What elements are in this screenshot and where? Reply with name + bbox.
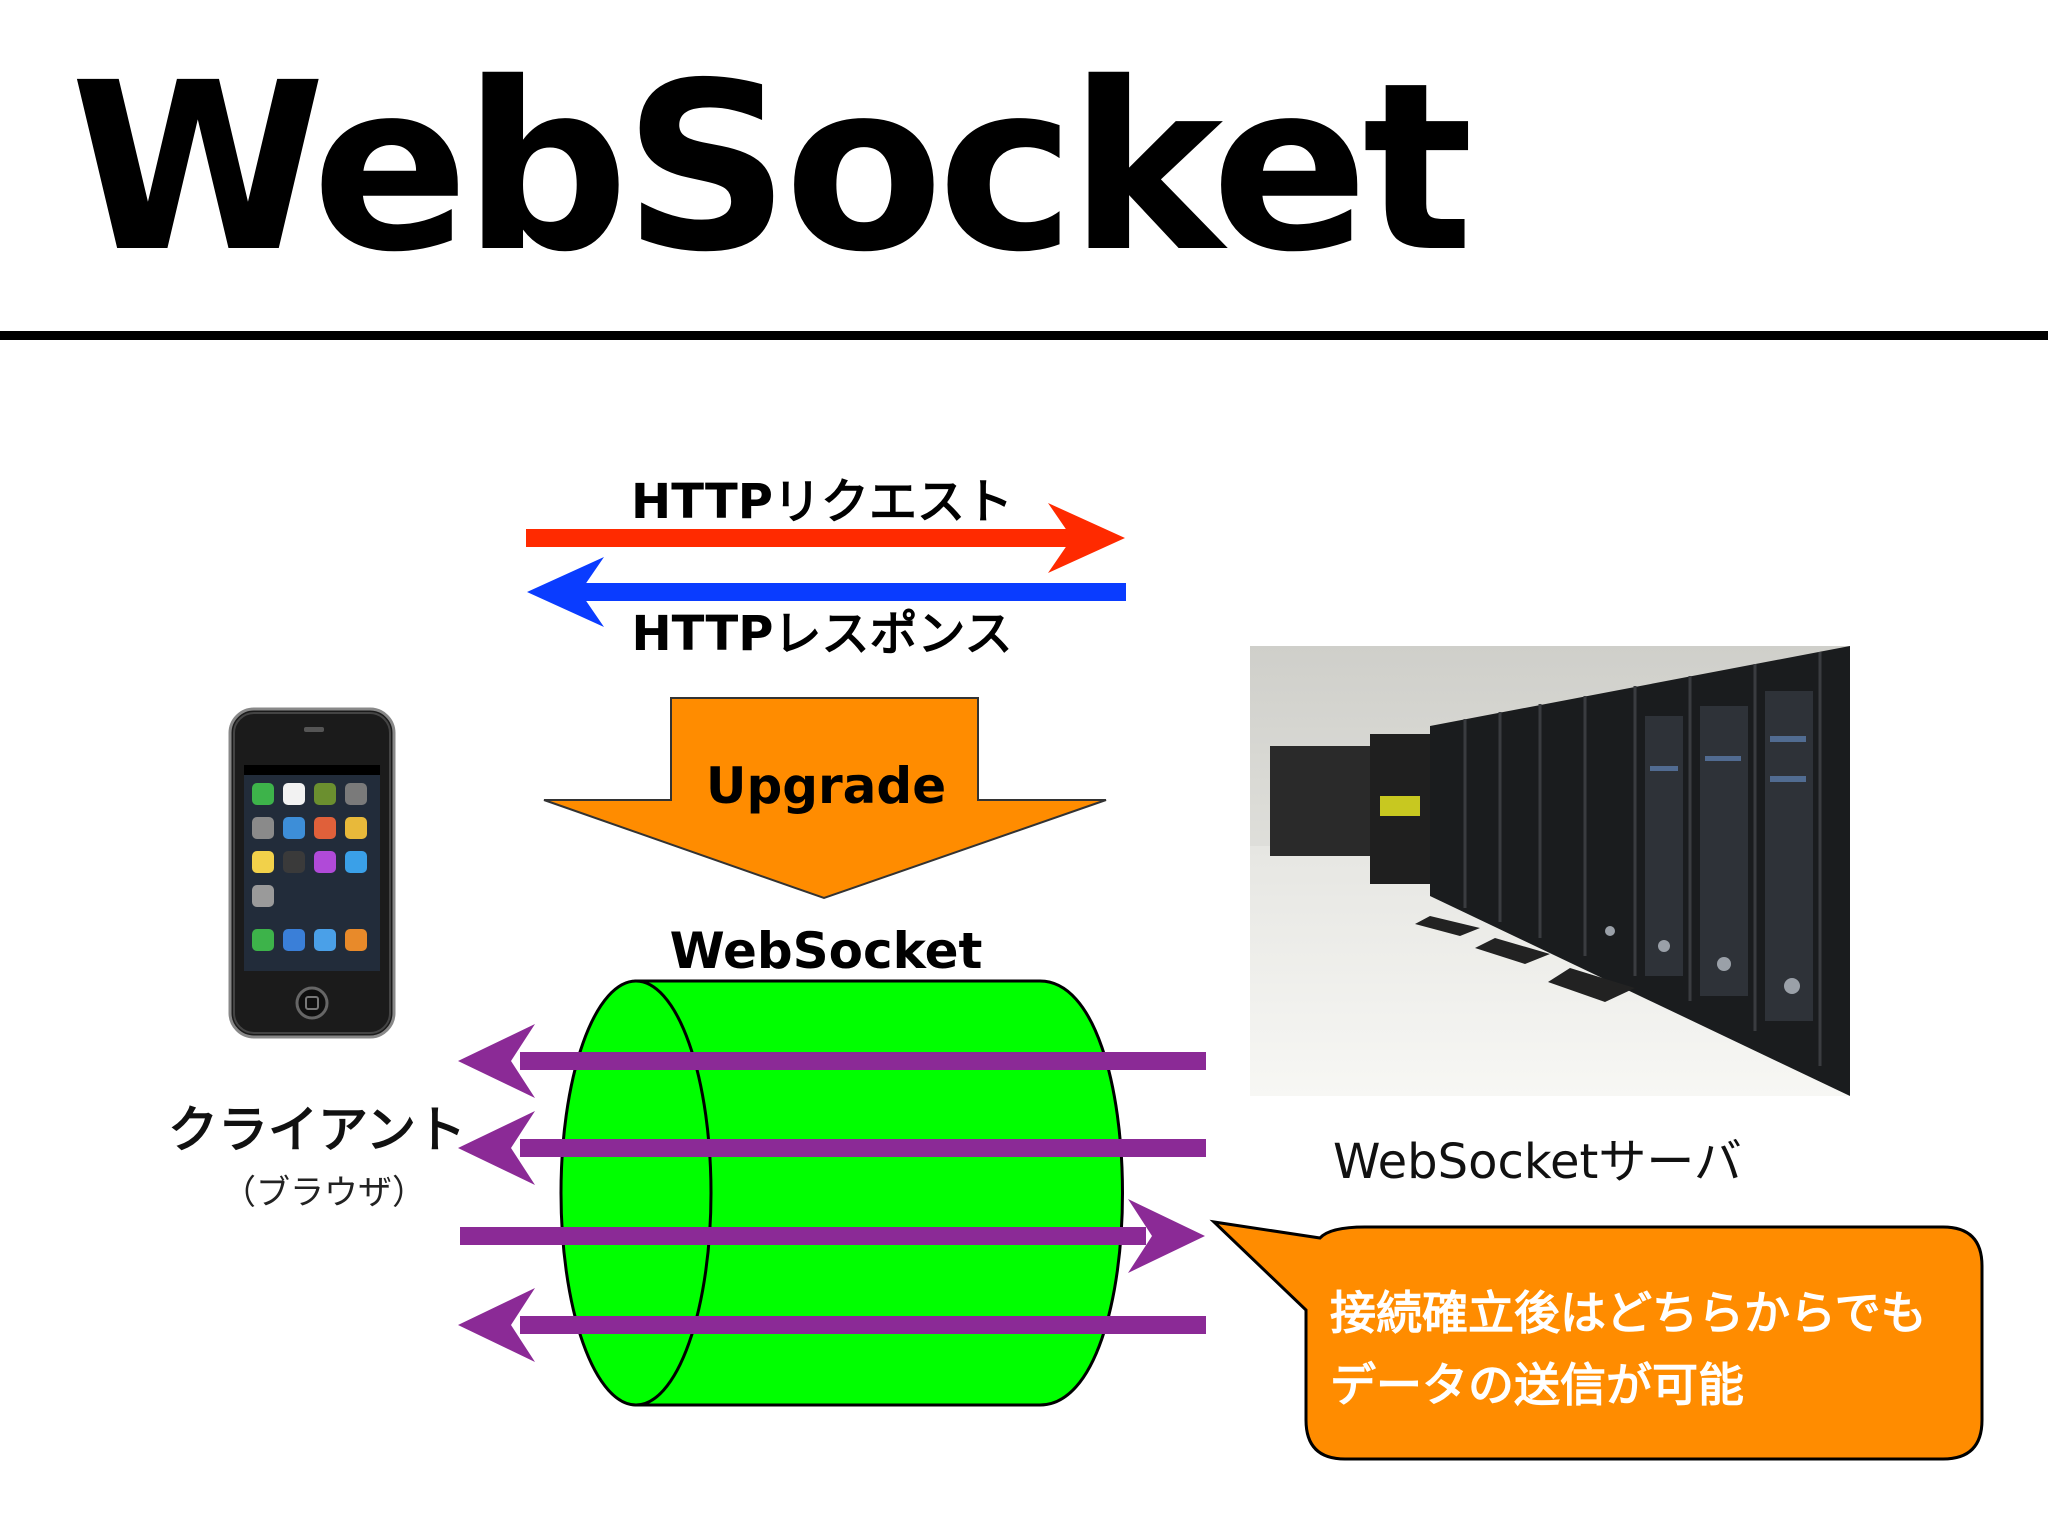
smartphone-icon — [228, 707, 396, 1039]
slide-title: WebSocket — [70, 33, 1473, 303]
speech-bubble-text: 接続確立後はどちらからでも データの送信が可能 — [1330, 1277, 1970, 1421]
websocket-tunnel — [559, 979, 1124, 1407]
speech-bubble — [1209, 1219, 1984, 1461]
server-label: WebSocketサーバ — [1333, 1134, 1742, 1190]
data-arrow-server-to-client-3 — [458, 1288, 1206, 1362]
client-label: クライアント — [168, 1101, 466, 1159]
bubble-line-1: 接続確立後はどちらからでも — [1330, 1286, 1927, 1340]
title-divider — [0, 331, 2048, 340]
bubble-line-2: データの送信が可能 — [1330, 1358, 1744, 1412]
data-arrow-server-to-client-1 — [458, 1024, 1206, 1098]
data-arrow-server-to-client-2 — [458, 1111, 1206, 1185]
http-response-arrow — [527, 557, 1126, 627]
upgrade-arrow — [543, 697, 1107, 900]
http-request-label: HTTPリクエスト — [631, 474, 1013, 530]
data-arrow-client-to-server — [460, 1199, 1205, 1273]
http-request-arrow — [526, 503, 1125, 573]
http-response-label: HTTPレスポンス — [632, 606, 1013, 662]
upgrade-label: Upgrade — [706, 757, 946, 815]
server-rack-icon — [1250, 646, 1850, 1096]
tunnel-label: WebSocket — [670, 922, 983, 980]
client-sublabel: （ブラウザ） — [222, 1173, 426, 1213]
